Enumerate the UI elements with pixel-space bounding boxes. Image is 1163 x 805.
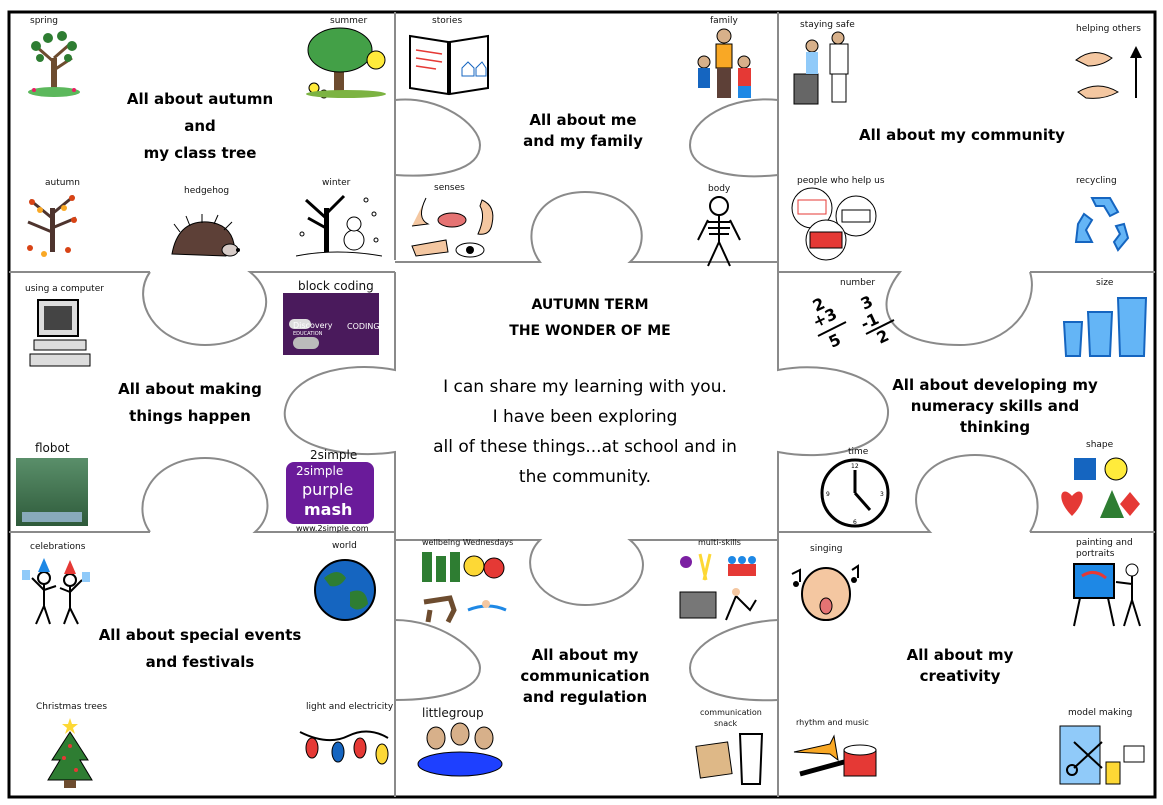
- label-world: world: [332, 541, 357, 551]
- instruments-icon: [793, 734, 877, 777]
- autumn-tree-icon: [27, 194, 77, 257]
- label-family: family: [710, 16, 738, 26]
- label-winter: winter: [322, 178, 351, 188]
- label-spring: spring: [30, 16, 59, 26]
- label-block-coding: block coding: [298, 279, 374, 293]
- fairy-lights-icon: [299, 730, 389, 765]
- globe-icon: [314, 559, 376, 621]
- label-multi-skills: multi-skills: [698, 538, 741, 547]
- center-text: I can share my learning with you.I have …: [433, 377, 737, 487]
- label-communication-snack: communication: [700, 708, 762, 717]
- label-body: body: [708, 184, 731, 194]
- spring-tree-icon: [28, 31, 80, 97]
- label-portraits: portraits: [1076, 549, 1115, 559]
- celebrations-icon: [22, 558, 90, 625]
- helping-hands-icon: [1075, 46, 1142, 99]
- label-2simple-url: www.2simple.com: [296, 524, 369, 533]
- label-hedgehog: hedgehog: [184, 186, 230, 196]
- label-singing: singing: [810, 544, 843, 554]
- emergency-vehicles-icon: [791, 187, 877, 261]
- label-staying-safe: staying safe: [800, 20, 855, 30]
- label-littlegroup: littlegroup: [422, 706, 484, 720]
- label-flobot: flobot: [35, 441, 70, 455]
- model-making-icon: [1059, 725, 1145, 785]
- label-wellbeing: wellbeing Wednesdays: [422, 538, 514, 547]
- multiskills-icons: [679, 553, 757, 621]
- book-icon: [409, 34, 489, 96]
- svg-text:6: 6: [853, 519, 857, 526]
- svg-text:5: 5: [826, 330, 844, 352]
- christmas-tree-icon: [47, 718, 93, 788]
- label-2simple: 2simple: [310, 448, 358, 462]
- label-painting: painting and: [1076, 538, 1133, 548]
- fractions-icon: 2 +3 5 3 -1 2: [810, 292, 895, 352]
- label-shape: shape: [1086, 440, 1114, 450]
- summer-tree-icon: [306, 27, 386, 99]
- size-cups-icon: [1062, 297, 1148, 357]
- label-rhythm-music: rhythm and music: [796, 718, 869, 727]
- svg-text:9: 9: [826, 491, 830, 498]
- singing-icon: [791, 564, 859, 621]
- label-christmas-trees: Christmas trees: [36, 702, 108, 712]
- family-icon: [697, 28, 751, 98]
- label-helping-others: helping others: [1076, 24, 1141, 34]
- little-group-icon: [417, 722, 503, 777]
- staying-safe-icon: [793, 31, 849, 105]
- label-stories: stories: [432, 16, 463, 26]
- label-light-electricity: light and electricity: [306, 702, 394, 712]
- clock-icon: 12 3 6 9: [820, 458, 890, 528]
- label-recycling: recycling: [1076, 176, 1117, 186]
- flobot-screenshot: [16, 458, 88, 526]
- senses-icon: [411, 197, 494, 258]
- label-number: number: [840, 278, 876, 288]
- skeleton-icon: [697, 196, 741, 267]
- topic-community: All about my community: [859, 126, 1065, 144]
- label-snack: snack: [714, 719, 738, 728]
- hedgehog-icon: [171, 214, 240, 257]
- painting-icon: [1073, 563, 1141, 627]
- label-senses: senses: [434, 183, 465, 193]
- label-time: time: [848, 447, 869, 457]
- wellbeing-icons: [422, 552, 507, 624]
- discovery-coding-logo: Discovery EDUCATION CODING: [283, 293, 380, 355]
- winter-tree-icon: [296, 194, 382, 257]
- purple-mash-logo: 2simple purple mash: [286, 462, 374, 524]
- shapes-icon: [1061, 457, 1140, 518]
- outer-border: [7, 10, 1157, 799]
- label-size: size: [1096, 278, 1114, 288]
- label-model-making: model making: [1068, 708, 1133, 718]
- label-people-who-help-us: people who help us: [797, 176, 885, 186]
- recycling-icon: [1074, 197, 1130, 252]
- snack-icon: [695, 733, 764, 785]
- label-using-computer: using a computer: [25, 284, 104, 294]
- svg-text:3: 3: [880, 491, 884, 498]
- label-summer: summer: [330, 16, 368, 26]
- label-celebrations: celebrations: [30, 542, 86, 552]
- computer-icon: [29, 299, 91, 367]
- label-autumn: autumn: [45, 178, 80, 188]
- svg-text:12: 12: [851, 463, 859, 470]
